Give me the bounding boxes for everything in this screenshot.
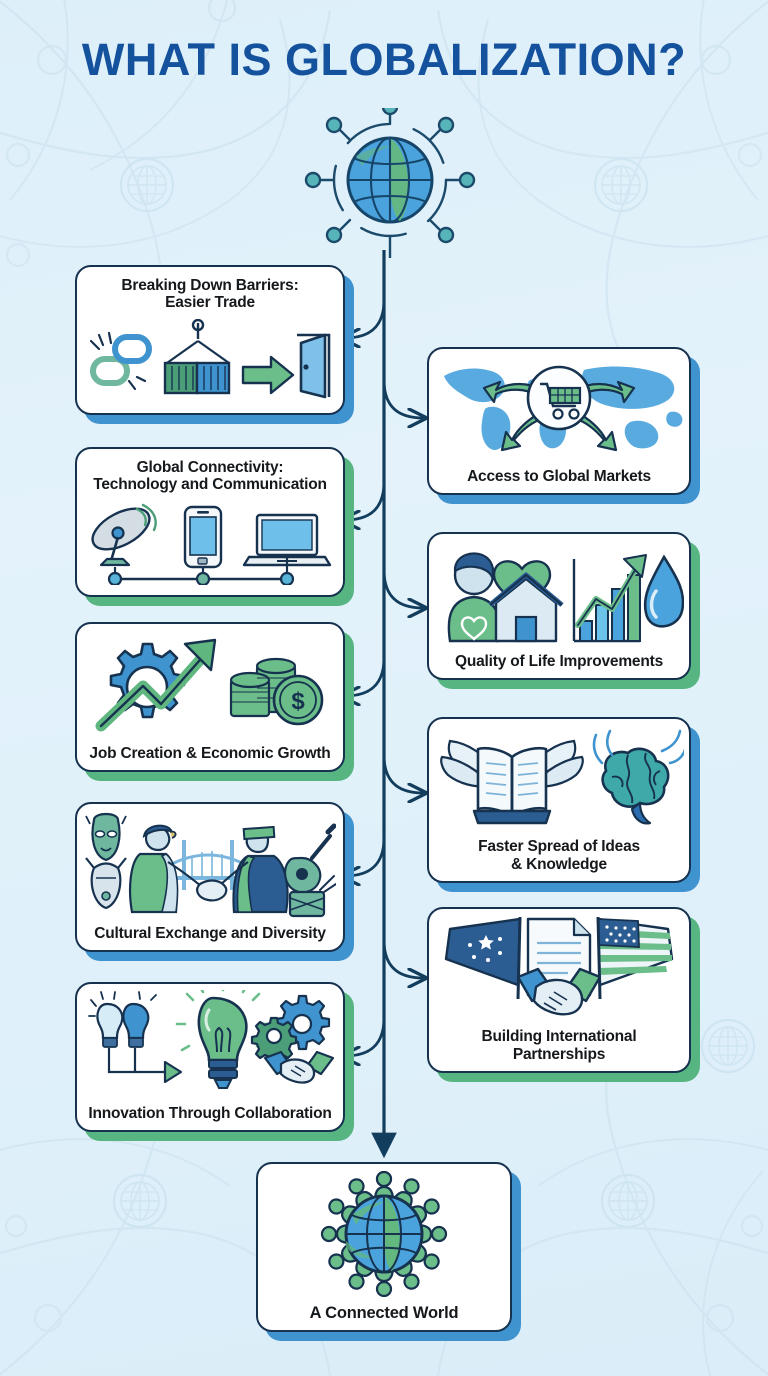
card-label: Access to Global Markets (467, 467, 651, 485)
branch-right-2 (382, 569, 423, 608)
open-door-icon (297, 334, 331, 399)
branch-right-4 (382, 939, 423, 978)
card-artwork (77, 984, 343, 1105)
card-label: Quality of Life Improvements (455, 652, 663, 670)
branch-right-1 (382, 379, 423, 418)
smartphone-icon (183, 506, 223, 569)
svg-text:$: $ (291, 688, 305, 715)
network-line-icon (107, 555, 295, 586)
branch-left-1 (345, 299, 386, 338)
card-label: Global Connectivity: Technology and Comm… (93, 459, 327, 494)
card-label: Innovation Through Collaboration (88, 1104, 332, 1122)
house-icon (488, 572, 564, 643)
globe-network-icon (304, 98, 476, 260)
guitar-icon (284, 823, 336, 894)
card-breaking-down-barriers[interactable]: Breaking Down Barriers: Easier Trade (75, 265, 345, 415)
globe-hub (304, 98, 476, 260)
card-artwork (429, 909, 689, 1028)
dollar-coin-icon: $ (272, 675, 324, 726)
branch-left-2 (345, 481, 386, 520)
handshake-people-icon (129, 825, 289, 914)
card-international-partnerships[interactable]: Building International Partnerships (427, 907, 691, 1073)
globe-people-ring-icon (320, 1170, 448, 1297)
person-icon (447, 552, 501, 643)
card-label: A Connected World (309, 1303, 459, 1322)
page-title: WHAT IS GLOBALIZATION? (81, 34, 687, 85)
bar-chart-growth-icon (572, 554, 647, 643)
card-connected-world[interactable]: A Connected World (256, 1162, 512, 1332)
card-access-global-markets[interactable]: Access to Global Markets (427, 347, 691, 495)
shipping-container-icon (163, 319, 231, 395)
shopping-cart-icon (526, 366, 592, 431)
card-label: Faster Spread of Ideas & Knowledge (478, 838, 640, 873)
broken-chain-icon (89, 332, 152, 391)
card-artwork (77, 312, 343, 413)
card-artwork (429, 719, 689, 838)
green-arrows-icon (482, 381, 636, 452)
handshake-icon (263, 1051, 335, 1084)
card-artwork (77, 494, 343, 595)
card-cultural-exchange[interactable]: Cultural Exchange and Diversity (75, 802, 345, 952)
branch-right-3 (382, 754, 423, 793)
tribal-mask-icon (85, 813, 127, 910)
two-bulbs-icon (88, 991, 183, 1084)
card-global-connectivity[interactable]: Global Connectivity: Technology and Comm… (75, 447, 345, 597)
handshake-icon (516, 967, 602, 1016)
branch-left-5 (345, 1017, 386, 1056)
card-label: Cultural Exchange and Diversity (94, 924, 326, 942)
card-quality-of-life[interactable]: Quality of Life Improvements (427, 532, 691, 680)
water-drop-icon (643, 554, 684, 628)
card-label: Job Creation & Economic Growth (89, 744, 331, 762)
card-artwork (258, 1164, 510, 1304)
card-innovation-collaboration[interactable]: Innovation Through Collaboration (75, 982, 345, 1132)
card-job-creation[interactable]: $ Job Creation & Economic Growth (75, 622, 345, 772)
winged-book-icon (440, 739, 584, 824)
us-flag-icon (596, 916, 674, 999)
green-arrow-icon (241, 356, 295, 395)
card-spread-of-ideas[interactable]: Faster Spread of Ideas & Knowledge (427, 717, 691, 883)
card-artwork: $ (77, 624, 343, 745)
card-label: Building International Partnerships (481, 1028, 637, 1063)
growth-arrow-icon (95, 639, 217, 732)
satellite-dish-icon (91, 504, 157, 567)
brain-waves-icon (592, 729, 684, 825)
card-label: Breaking Down Barriers: Easier Trade (121, 277, 299, 312)
eu-flag-icon (444, 916, 522, 999)
branch-left-4 (345, 837, 386, 876)
card-artwork (429, 534, 689, 653)
card-artwork (429, 349, 689, 468)
branch-left-3 (345, 657, 386, 696)
gears-icon (250, 995, 331, 1064)
drum-icon (288, 875, 336, 918)
card-artwork (77, 804, 343, 925)
